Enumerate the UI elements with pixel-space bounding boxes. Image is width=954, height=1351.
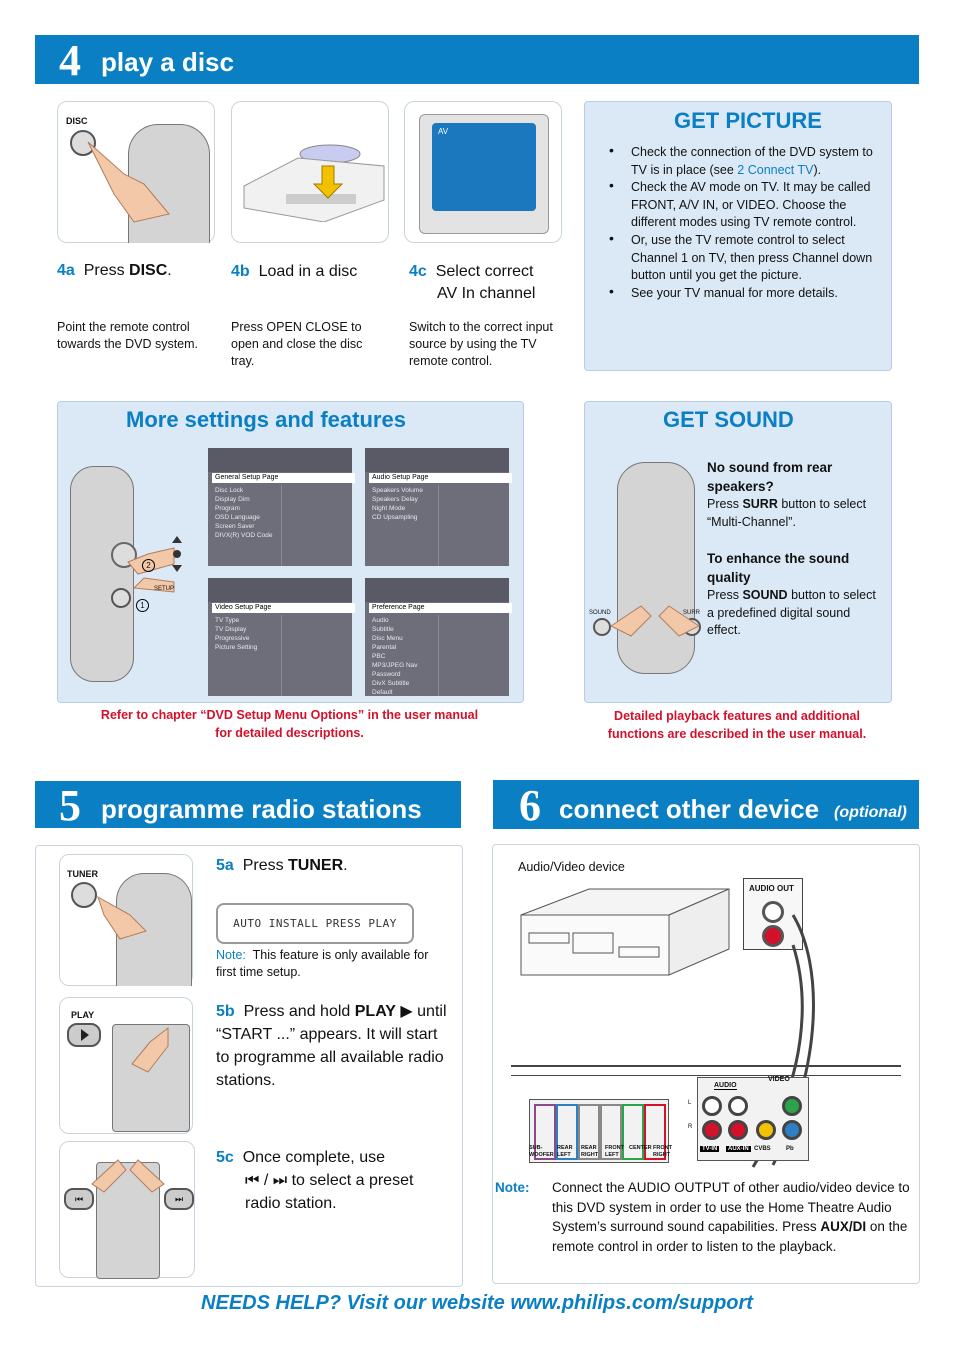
speaker-terminals [529, 1099, 669, 1163]
display-panel: AUTO INSTALL PRESS PLAY [216, 903, 414, 944]
tv-screen: AV [432, 123, 536, 211]
cvbs-jack [756, 1120, 776, 1140]
dvd-rear-panel-top-line [511, 1065, 901, 1076]
sound-button-icon [593, 618, 611, 636]
step-4c-heading: 4c Select correct AV In channel [409, 263, 536, 302]
section-5-band: 5 programme radio stations [35, 781, 461, 830]
hand-illustration [610, 605, 700, 637]
step-4a-desc: Point the remote control towards the DVD… [57, 320, 199, 351]
hand-illustration [91, 1159, 165, 1193]
step-4a-illustration: DISC [57, 101, 215, 243]
section-4-band: 4 play a disc [35, 35, 919, 85]
get-picture-title: GET PICTURE [674, 108, 822, 133]
get-sound-panel: GET SOUND SOUND SURR No sound from rear … [584, 401, 892, 703]
y-jack [782, 1096, 802, 1116]
surr-label: SURR [683, 610, 701, 616]
step-4c-desc: Switch to the correct input source by us… [409, 320, 553, 368]
remote-control-image [617, 462, 695, 674]
setup-label: SETUP [154, 586, 175, 592]
bullet-item: See your TV manual for more details. [601, 283, 885, 303]
step-1-marker: 1 [136, 599, 149, 612]
section-number: 4 [59, 36, 81, 85]
hand-illustration [97, 895, 147, 940]
step-5c-illustration: ⏮ ⏭ [59, 1141, 195, 1279]
step-5b-illustration: PLAY [59, 997, 193, 1134]
step-4b-illustration [231, 101, 389, 243]
step-4c-illustration: AV [404, 101, 562, 243]
aux-in-left-jack [728, 1096, 748, 1116]
section-6-note: Note: Connect the AUDIO OUTPUT of other … [495, 1180, 910, 1254]
av-device-image [520, 888, 730, 976]
get-picture-panel: GET PICTURE Check the connection of the … [584, 101, 892, 371]
next-button-icon: ⏭ [164, 1188, 194, 1210]
audio-out-box: AUDIO OUT [743, 878, 803, 950]
dvd-player-tray-image [243, 144, 385, 222]
hand-illustration [131, 1026, 169, 1073]
connect-tv-link[interactable]: 2 Connect TV [737, 162, 814, 177]
disc-button-label: DISC [66, 116, 88, 126]
sound-label: SOUND [589, 610, 611, 616]
tv-in-left-jack [702, 1096, 722, 1116]
tuner-label: TUNER [67, 869, 98, 879]
more-settings-panel: More settings and features 2 1 SETUP Gen… [57, 401, 524, 703]
disc-button-icon [70, 130, 96, 156]
bullet-item: Or, use the TV remote control to select … [601, 230, 885, 285]
bullet-item: Check the connection of the DVD system t… [601, 142, 885, 179]
prev-button-icon: ⏮ [64, 1188, 94, 1210]
footer-help[interactable]: NEEDS HELP? Visit our website www.philip… [201, 1292, 753, 1314]
nav-button-icon [111, 542, 137, 568]
audio-out-red-jack [762, 925, 784, 947]
step-5b-heading: 5b Press and hold PLAY ▶ until “START ..… [216, 1003, 447, 1089]
pb-jack [782, 1120, 802, 1140]
get-sound-note: Detailed playback features and additiona… [607, 709, 867, 741]
setup-button-icon [111, 588, 131, 608]
aux-in-right-jack [728, 1120, 748, 1140]
play-label: PLAY [71, 1010, 95, 1020]
device-label: Audio/Video device [518, 860, 625, 874]
step-4a-heading: 4a Press DISC. [57, 262, 172, 279]
get-picture-bullets: Check the connection of the DVD system t… [601, 142, 885, 303]
section-title: play a disc [101, 47, 234, 77]
bullet-item: Check the AV mode on TV. It may be calle… [601, 177, 885, 232]
step-4b-desc: Press OPEN CLOSE to open and close the d… [231, 320, 363, 368]
play-button-icon [67, 1023, 101, 1047]
get-sound-text: No sound from rear speakers? Press SURR … [707, 460, 876, 638]
step-4b-heading: 4b Load in a disc [231, 263, 358, 280]
arrow-keys-icon [172, 536, 182, 572]
step-5a-heading: 5a Press TUNER. [216, 857, 348, 874]
step-5a-illustration: TUNER [59, 854, 193, 986]
step-2-marker: 2 [142, 559, 155, 572]
more-settings-title: More settings and features [126, 407, 406, 432]
get-sound-title: GET SOUND [663, 407, 794, 432]
step-5a-note: Note: This feature is only available for… [216, 948, 429, 979]
rear-input-panel: AUDIO VIDEO L R TV-IN AUX-IN CVBS Pb [688, 1076, 809, 1161]
tuner-button-icon [71, 882, 97, 908]
step-5c-heading: 5c Once complete, use⏮ / ⏭ to select a p… [216, 1149, 414, 1212]
more-settings-note: Refer to chapter “DVD Setup Menu Options… [100, 708, 479, 740]
tv-image: AV [419, 114, 549, 234]
remote-control-image [70, 466, 134, 682]
tv-in-right-jack [702, 1120, 722, 1140]
audio-out-white-jack [762, 901, 784, 923]
step-key: 4a [57, 262, 75, 279]
section-6-band: 6 connect other device (optional) [493, 780, 919, 830]
hand-illustration [87, 141, 170, 223]
